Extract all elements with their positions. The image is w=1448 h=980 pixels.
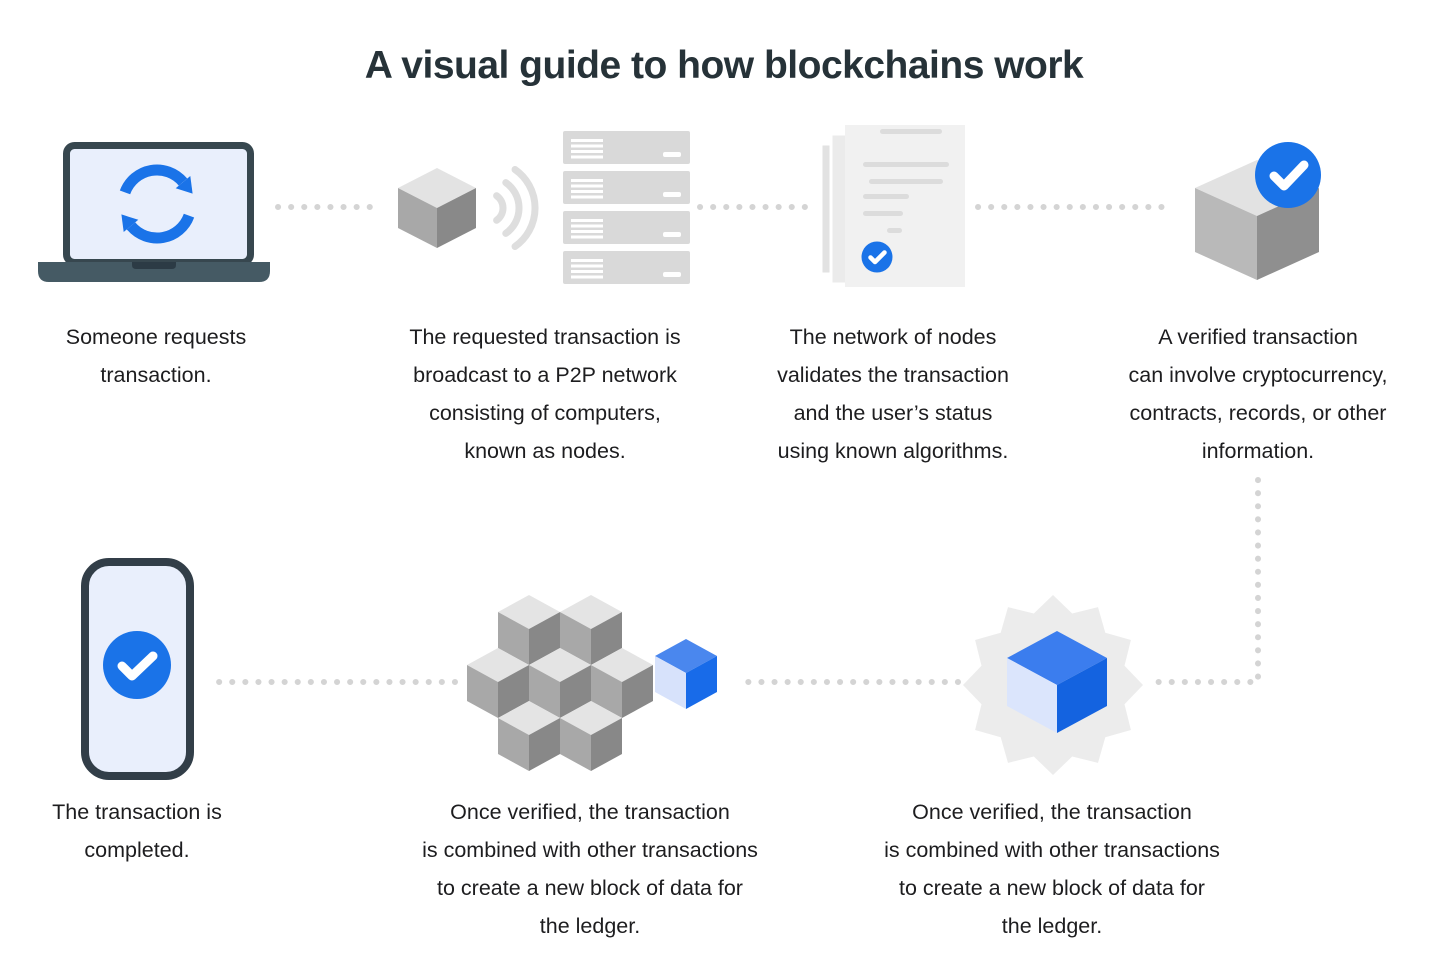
document-text-lines [863,129,949,233]
block-cluster-icon [467,595,717,771]
caption-request-transaction: Someone requests transaction. [65,325,247,387]
new-block-starburst-icon [963,595,1143,775]
verified-block-icon [1195,142,1321,280]
blue-block-icon [655,639,717,709]
sync-arrows-icon [119,164,195,244]
caption-broadcast-p2p: The requested transaction is broadcast t… [409,325,681,463]
broadcast-waves-icon [493,166,539,250]
laptop-sync-icon [38,142,270,282]
caption-new-block-created: Once verified, the transaction is combin… [884,800,1220,938]
check-icon [103,631,171,699]
gray-cube-icon [1195,160,1319,280]
gray-cube-icon [398,168,476,248]
connector-verified-to-starburst [1147,477,1261,685]
caption-verified-transaction: A verified transaction can involve crypt… [1128,325,1388,463]
server-stack-icon [563,131,690,284]
block-broadcast-icon [398,131,690,284]
page-title: A visual guide to how blockchains work [364,44,1084,87]
caption-network-validates: The network of nodes validates the trans… [777,325,1009,463]
phone-check-icon [81,558,194,780]
blue-block-icon [1007,631,1107,733]
check-badge-icon [1255,142,1321,208]
check-icon [861,241,893,273]
validated-documents-icon [820,125,965,287]
caption-block-added-to-ledger: Once verified, the transaction is combin… [422,800,758,938]
caption-transaction-completed: The transaction is completed. [52,800,222,862]
